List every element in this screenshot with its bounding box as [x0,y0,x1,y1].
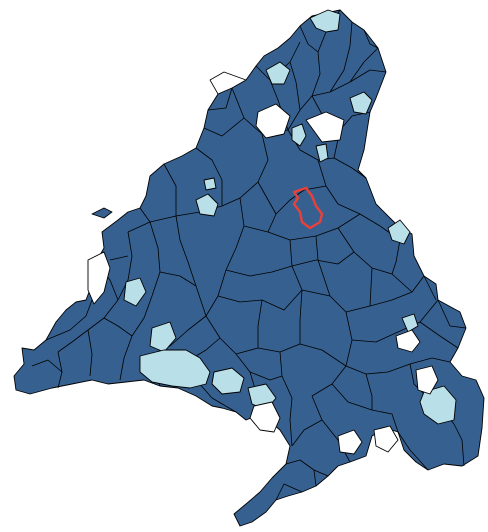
secondary-area [315,143,329,163]
secondary-area [211,367,245,395]
secondary-area [309,9,341,33]
empty-area [395,329,421,353]
empty-area [415,365,439,395]
secondary-area [291,123,307,147]
empty-category-areas [87,103,439,455]
region-outline [13,9,485,527]
secondary-area [387,219,411,245]
secondary-area [149,321,177,353]
empty-area [337,429,363,455]
secondary-area [195,193,219,217]
secondary-area [139,349,211,389]
empty-area [87,251,111,305]
secondary-area [123,277,147,307]
secondary-area [419,385,457,425]
secondary-category-areas [123,9,457,425]
secondary-area [265,61,291,85]
region-fragment [91,207,113,219]
empty-area [255,103,291,139]
secondary-area [349,91,373,115]
empty-area [373,425,399,453]
empty-area [305,111,345,143]
highlighted-municipality[interactable] [292,186,324,230]
secondary-area [203,177,217,191]
secondary-area [401,313,419,333]
empty-area [249,401,281,433]
